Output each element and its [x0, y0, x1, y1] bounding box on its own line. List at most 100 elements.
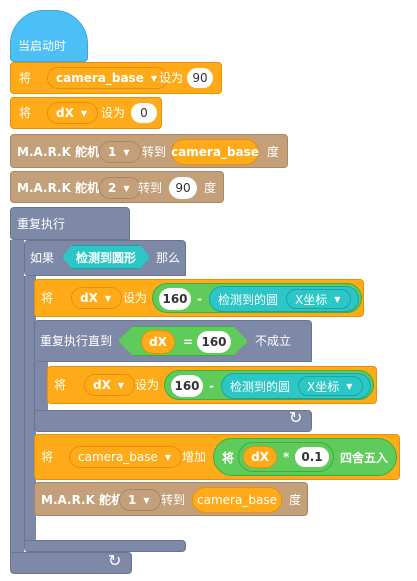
chevron-down-icon: ▼: [143, 495, 150, 505]
rotate-to-label: 转到: [138, 181, 163, 195]
prop-name: X坐标: [307, 379, 340, 394]
if-bottom: [24, 540, 186, 552]
reporter-label: 检测到的圆: [218, 292, 279, 307]
servo-id-dropdown[interactable]: 2▼: [99, 177, 141, 199]
round-prefix-label: 将: [222, 451, 235, 465]
chevron-down-icon: ▼: [104, 293, 111, 303]
to-label: 设为: [135, 378, 160, 392]
chevron-down-icon: ▼: [123, 183, 130, 193]
dx-reporter[interactable]: dX: [243, 446, 277, 468]
forever-top: [10, 207, 130, 240]
servo-id-dropdown[interactable]: 1▼: [99, 141, 141, 163]
servo-id-dropdown[interactable]: 1▼: [119, 489, 161, 511]
set-label: 将: [41, 291, 54, 305]
set-label: 将: [41, 450, 54, 464]
var-name: camera_base: [78, 450, 158, 464]
var-name: camera_base: [56, 71, 144, 85]
subtract-operator[interactable]: 160 - 检测到的圆 X坐标 ▼: [164, 370, 374, 400]
dx-var-dropdown[interactable]: dX ▼: [84, 374, 135, 396]
camera-base-var-dropdown[interactable]: camera_base ▼: [47, 67, 168, 89]
servo-id: 2: [108, 181, 117, 195]
set-dx-block[interactable]: 将 dX ▼ 设为 0: [10, 97, 162, 129]
rotate-to-label: 转到: [142, 145, 167, 159]
minuend-input[interactable]: 160: [159, 288, 191, 310]
mark-servo-1-block[interactable]: M.A.R.K 舵机 1▼ 转到 camera_base 度: [10, 134, 288, 168]
servo-id: 1: [108, 145, 117, 159]
repeat-until-side: [34, 362, 48, 410]
equals-label: =: [183, 335, 194, 349]
round-label: 四舍五入: [340, 451, 389, 465]
chevron-down-icon: ▼: [164, 452, 172, 462]
set-label: 将: [19, 71, 32, 85]
x-coord-dropdown[interactable]: X坐标 ▼: [286, 289, 352, 309]
minuend-input[interactable]: 160: [171, 375, 203, 397]
camera-base-reporter[interactable]: camera_base: [171, 139, 259, 165]
var-name: dX: [80, 291, 98, 305]
repeat-until-bottom: [34, 410, 312, 432]
when-start-hat-block[interactable]: 当启动时: [10, 10, 88, 62]
loop-arrow-icon: ↻: [108, 551, 122, 570]
to-label: 设为: [123, 291, 148, 305]
to-label: 设为: [159, 71, 184, 85]
multiply-operator[interactable]: dX * 0.1: [238, 442, 334, 472]
servo-id: 1: [128, 493, 137, 507]
set-label: 将: [19, 106, 32, 120]
rotate-to-label: 转到: [161, 493, 186, 507]
round-operator[interactable]: 将 dX * 0.1 四舍五入: [213, 438, 397, 476]
loop-arrow-icon: ↻: [289, 408, 303, 427]
minus-label: -: [197, 292, 202, 306]
multiply-label: *: [283, 450, 290, 464]
factor-input[interactable]: 0.1: [295, 447, 329, 467]
mark-servo-3-block[interactable]: M.A.R.K 舵机 1▼ 转到 camera_base 度: [34, 482, 308, 516]
dx-reporter[interactable]: dX: [141, 330, 175, 354]
degree-label: 度: [204, 181, 217, 195]
camera-base-var-dropdown[interactable]: camera_base ▼: [69, 446, 183, 468]
equals-operator[interactable]: dX = 160: [118, 326, 248, 356]
dx-var-dropdown[interactable]: dX ▼: [71, 287, 122, 309]
chevron-down-icon: ▼: [150, 73, 157, 83]
set-label: 将: [54, 378, 67, 392]
value-input[interactable]: 0: [131, 103, 157, 123]
forever-label: 重复执行: [17, 217, 66, 231]
subtract-operator[interactable]: 160 - 检测到的圆 X坐标 ▼: [152, 283, 362, 313]
mark-servo-2-block[interactable]: M.A.R.K 舵机 2▼ 转到 90 度: [10, 171, 224, 203]
if-label: 如果: [30, 251, 55, 265]
angle-input[interactable]: 90: [169, 177, 197, 199]
chevron-down-icon: ▼: [117, 380, 124, 390]
change-by-label: 增加: [182, 450, 207, 464]
then-label: 那么: [156, 251, 181, 265]
forever-bottom: [10, 552, 132, 574]
repeat-until-label: 重复执行直到: [40, 334, 113, 348]
servo-label: M.A.R.K 舵机: [41, 493, 124, 507]
chevron-down-icon: ▼: [123, 147, 130, 157]
camera-base-reporter[interactable]: camera_base: [192, 487, 282, 513]
value-input[interactable]: 90: [187, 68, 213, 88]
to-label: 设为: [101, 106, 126, 120]
var-name: dX: [93, 378, 111, 392]
when-start-label: 当启动时: [18, 39, 67, 53]
var-name: dX: [56, 106, 74, 120]
chevron-down-icon: ▼: [346, 381, 353, 391]
servo-label: M.A.R.K 舵机: [17, 145, 100, 159]
compare-value-input[interactable]: 160: [197, 331, 231, 353]
detected-circle-reporter[interactable]: 检测到的圆 X坐标 ▼: [221, 373, 371, 399]
reporter-label: 检测到的圆: [230, 379, 291, 394]
chevron-down-icon: ▼: [334, 294, 341, 304]
detected-circle-condition[interactable]: 检测到圆形: [62, 245, 150, 269]
chevron-down-icon: ▼: [80, 108, 87, 118]
degree-label: 度: [289, 493, 302, 507]
change-camera-base-block[interactable]: 将 camera_base ▼ 增加 将 dX * 0.1 四舍五入: [34, 434, 400, 480]
forever-side: [10, 240, 24, 552]
detected-circle-reporter[interactable]: 检测到的圆 X坐标 ▼: [209, 286, 359, 312]
prop-name: X坐标: [295, 292, 328, 307]
minus-label: -: [209, 379, 214, 393]
servo-label: M.A.R.K 舵机: [17, 181, 100, 195]
dx-var-dropdown[interactable]: dX ▼: [47, 102, 98, 124]
degree-label: 度: [267, 145, 280, 159]
set-dx-expression-block-inner[interactable]: 将 dX ▼ 设为 160 - 检测到的圆 X坐标 ▼: [47, 366, 377, 404]
x-coord-dropdown[interactable]: X坐标 ▼: [298, 376, 364, 396]
set-dx-expression-block[interactable]: 将 dX ▼ 设为 160 - 检测到的圆 X坐标 ▼: [34, 279, 364, 317]
set-camera-base-block[interactable]: 将 camera_base ▼ 设为 90: [10, 62, 222, 94]
not-true-label: 不成立: [255, 334, 292, 348]
if-side: [24, 276, 36, 544]
